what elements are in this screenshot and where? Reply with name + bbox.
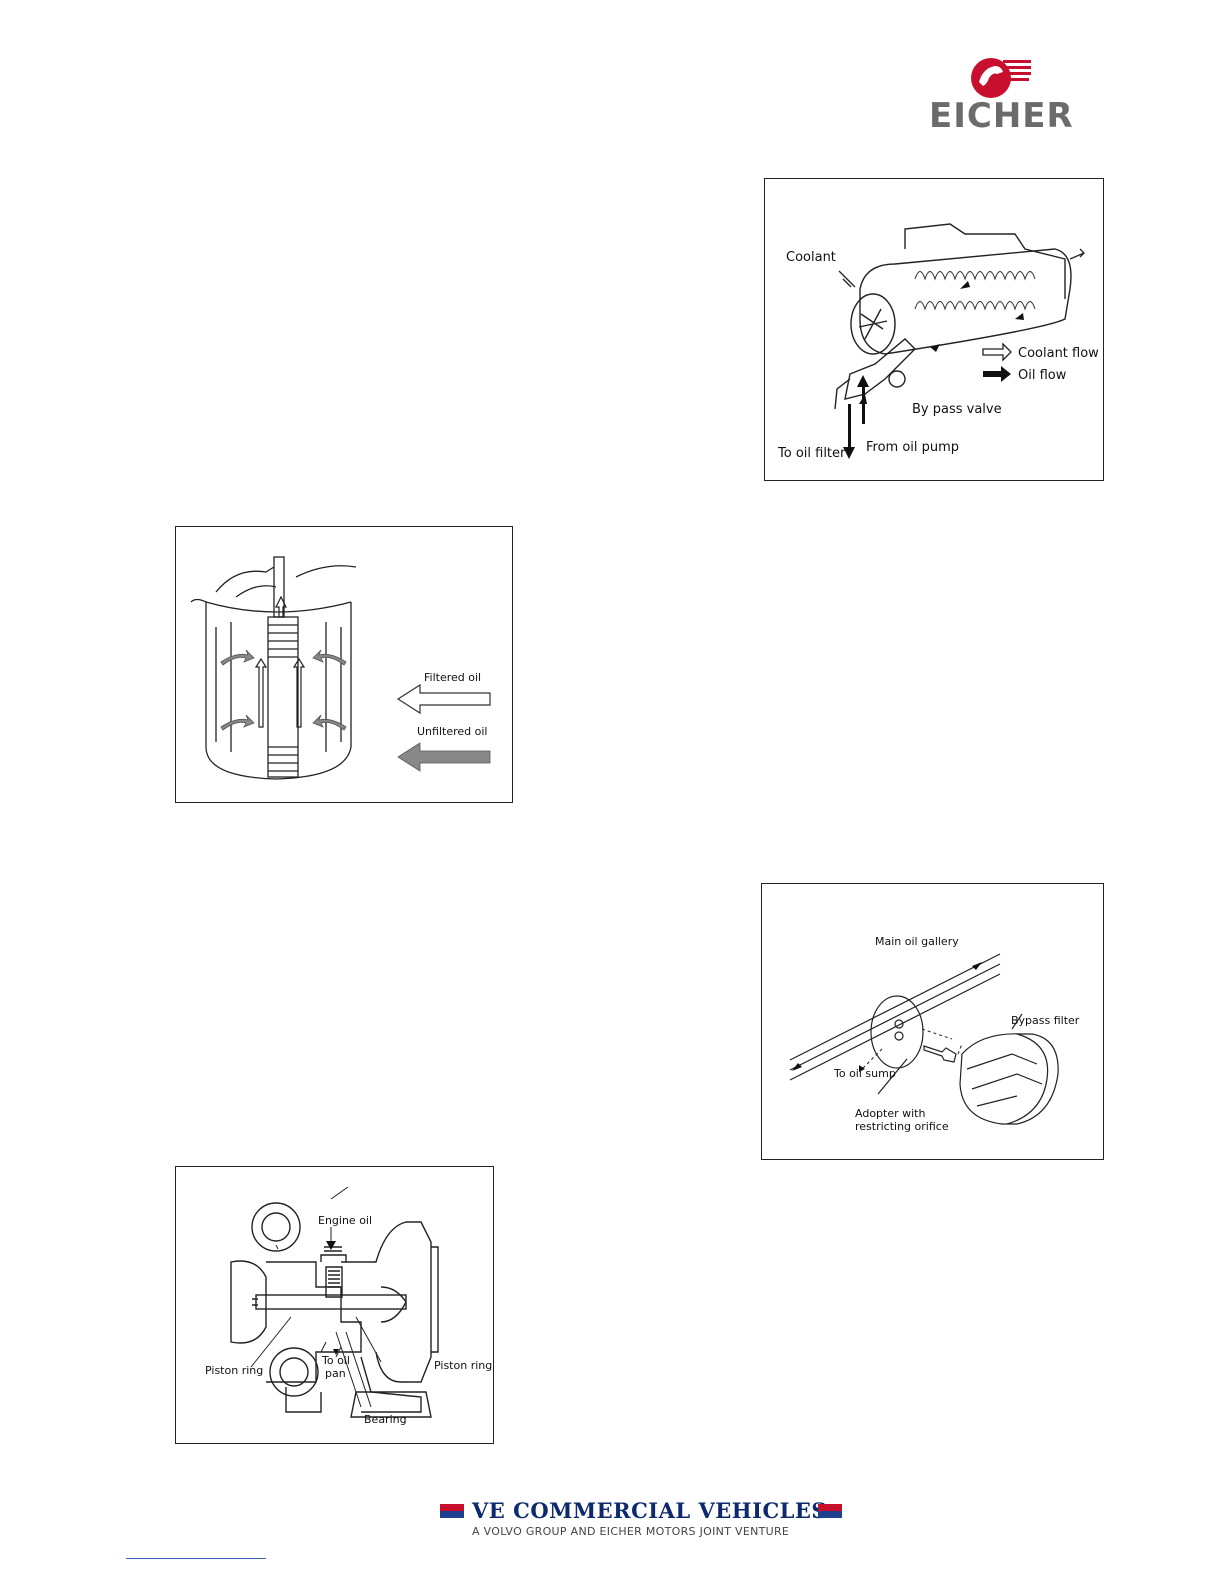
label-adapter-line1: Adopter with bbox=[855, 1107, 926, 1120]
turbocharger-figure: Engine oil Piston ring Piston ring To oi… bbox=[175, 1166, 494, 1444]
label-coolant: Coolant bbox=[786, 250, 836, 265]
label-unfiltered-oil: Unfiltered oil bbox=[417, 725, 488, 738]
bypass-filter-diagram bbox=[789, 953, 1059, 1125]
label-engine-oil: Engine oil bbox=[318, 1214, 373, 1227]
oil-filter-diagram bbox=[190, 556, 491, 780]
label-piston-ring-left: Piston ring bbox=[205, 1364, 264, 1377]
label-bypass-valve: By pass valve bbox=[912, 402, 1002, 417]
label-to-oil-sump: To oil sump bbox=[834, 1067, 896, 1080]
eicher-wordmark: EICHER bbox=[929, 96, 1074, 136]
label-to-oil-pan-line1: To oil bbox=[322, 1354, 350, 1367]
oil-filter-figure: Filtered oil Unfiltered oil bbox=[175, 526, 513, 803]
oil-cooler-figure: Coolant Coolant flow Oil flow By pass va… bbox=[764, 178, 1104, 481]
label-main-oil-gallery: Main oil gallery bbox=[875, 935, 959, 948]
label-bypass-filter: Bypass filter bbox=[1011, 1014, 1080, 1027]
label-piston-ring-right: Piston ring bbox=[434, 1359, 493, 1372]
footer-brand: VE COMMERCIAL VEHICLES A VOLVO GROUP AND… bbox=[440, 1498, 844, 1540]
footer-tagline: A VOLVO GROUP AND EICHER MOTORS JOINT VE… bbox=[472, 1525, 790, 1538]
footer-company: VE COMMERCIAL VEHICLES bbox=[472, 1498, 828, 1523]
eicher-logo: EICHER bbox=[925, 52, 1075, 136]
label-bearing: Bearing bbox=[364, 1413, 407, 1426]
label-to-oil-pan-line2: pan bbox=[325, 1367, 346, 1380]
bypass-filter-figure: Main oil gallery Bypass filter To oil su… bbox=[761, 883, 1104, 1160]
eicher-horse-head-icon bbox=[971, 58, 1031, 98]
flag-right-icon bbox=[818, 1504, 842, 1518]
label-oil-flow: Oil flow bbox=[1018, 368, 1067, 383]
flag-left-icon bbox=[440, 1504, 464, 1518]
label-coolant-flow: Coolant flow bbox=[1018, 346, 1099, 361]
turbocharger-diagram bbox=[230, 1186, 439, 1418]
oil-cooler-diagram bbox=[834, 223, 1085, 459]
label-to-oil-filter: To oil filter bbox=[778, 446, 846, 461]
label-from-oil-pump: From oil pump bbox=[866, 440, 960, 455]
footnote-divider bbox=[126, 1558, 266, 1559]
label-filtered-oil: Filtered oil bbox=[424, 671, 482, 684]
label-adapter-line2: restricting orifice bbox=[855, 1120, 949, 1133]
